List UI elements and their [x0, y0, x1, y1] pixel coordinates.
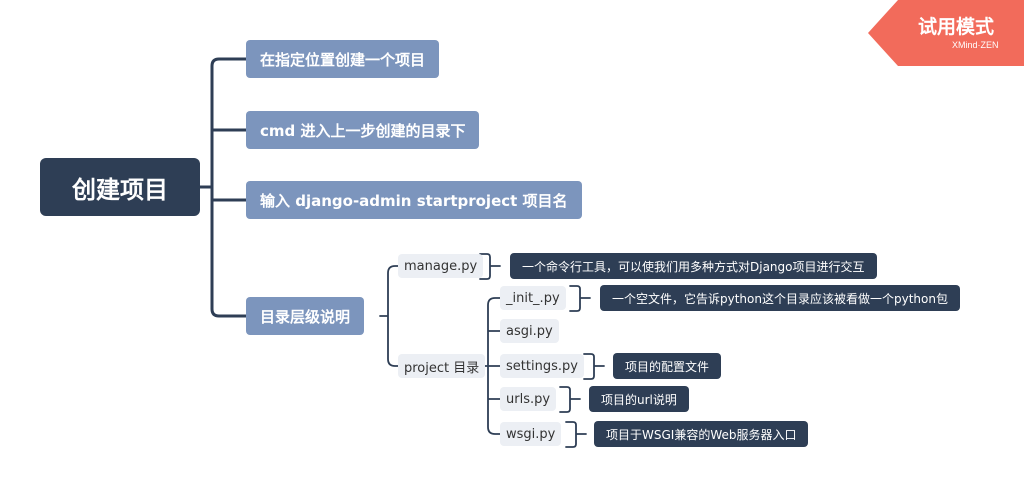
branch-startproject[interactable]: 输入 django-admin startproject 项目名 — [246, 181, 582, 219]
note-manage-py[interactable]: 一个命令行工具，可以使我们用多种方式对Django项目进行交互 — [510, 253, 877, 279]
note-bracket-manage — [479, 253, 501, 280]
branch-create-project[interactable]: 在指定位置创建一个项目 — [246, 40, 440, 78]
node-wsgi-py[interactable]: wsgi.py — [500, 422, 562, 446]
trial-badge-shape — [868, 0, 1024, 66]
trial-badge-brand: XMind·ZEN — [952, 40, 999, 50]
note-init-py[interactable]: 一个空文件，它告诉python这个目录应该被看做一个python包 — [600, 285, 960, 311]
branch-structure[interactable]: 目录层级说明 — [246, 297, 365, 335]
note-wsgi-py[interactable]: 项目于WSGI兼容的Web服务器入口 — [594, 421, 809, 447]
note-urls-py[interactable]: 项目的url说明 — [589, 386, 689, 412]
note-settings-py[interactable]: 项目的配置文件 — [613, 353, 722, 379]
node-urls-py[interactable]: urls.py — [500, 387, 557, 411]
note-bracket-wsgi — [565, 421, 587, 448]
trial-badge-title: 试用模式 — [918, 16, 995, 38]
connector-trunk — [210, 57, 248, 318]
note-bracket-init — [569, 285, 591, 312]
trial-badge — [868, 0, 1024, 66]
connector-structure — [379, 265, 399, 367]
node-asgi-py[interactable]: asgi.py — [500, 319, 559, 343]
note-bracket-settings — [583, 353, 605, 380]
node-init-py[interactable]: _init_.py — [500, 286, 566, 310]
note-bracket-urls — [559, 386, 581, 413]
node-project-dir[interactable]: project 目录 — [398, 354, 486, 378]
root-topic[interactable]: 创建项目 — [40, 158, 200, 216]
node-manage-py[interactable]: manage.py — [398, 254, 484, 278]
node-settings-py[interactable]: settings.py — [500, 354, 584, 378]
branch-cmd-enter[interactable]: cmd 进入上一步创建的目录下 — [246, 111, 480, 149]
